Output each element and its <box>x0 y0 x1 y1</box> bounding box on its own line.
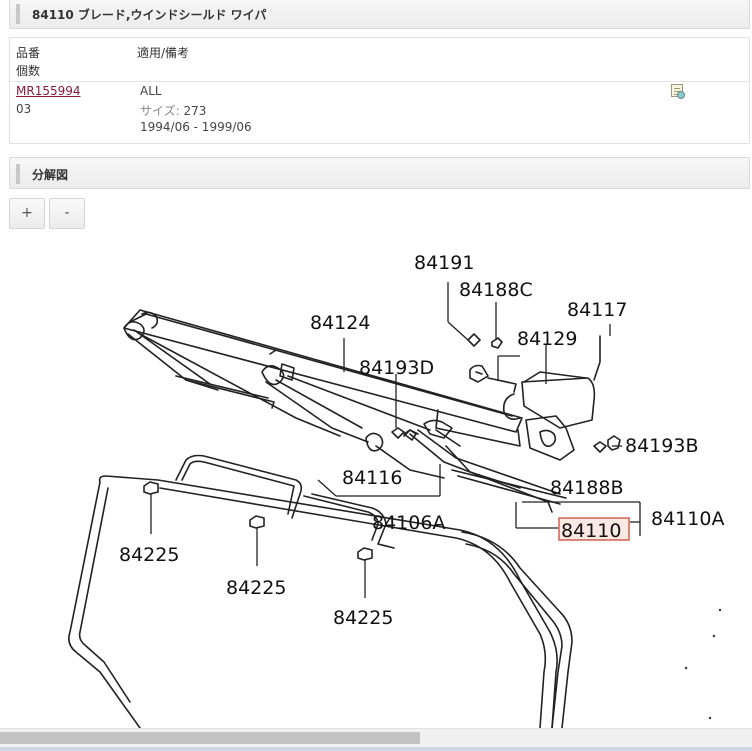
document-note-icon[interactable] <box>671 84 685 99</box>
column-header-part-no: 品番 <box>16 46 41 60</box>
callout-84117[interactable]: 84117 <box>567 299 627 321</box>
period-value: 1994/06 - 1999/06 <box>140 120 252 134</box>
size-row: サイズ: 273 <box>140 102 206 119</box>
zoom-out-button[interactable]: - <box>49 198 85 229</box>
table-row: MR155994 <box>16 84 81 98</box>
section-title: 分解図 <box>32 168 69 182</box>
washer-hose <box>175 454 303 519</box>
header-accent-bar <box>16 4 20 24</box>
callout-84188b[interactable]: 84188B <box>550 477 623 499</box>
callout-84188c[interactable]: 84188C <box>459 279 533 301</box>
windshield-frame <box>68 481 141 728</box>
callout-84225[interactable]: 84225 <box>226 577 286 599</box>
diagram-header: 分解図 <box>9 157 750 189</box>
callout-84225[interactable]: 84225 <box>333 607 393 629</box>
windshield-frame <box>98 475 558 728</box>
horizontal-scrollbar[interactable] <box>0 728 752 751</box>
callout-84191[interactable]: 84191 <box>414 252 474 274</box>
callout-84193b[interactable]: 84193B <box>625 435 698 457</box>
wiper-motor <box>521 377 596 429</box>
table-divider <box>10 81 749 82</box>
scrollbar-thumb[interactable] <box>0 732 420 744</box>
highlighted-part-box <box>558 517 630 541</box>
parts-table: 品番 個数 適用/備考 MR155994 03 ALL サイズ: 273 199… <box>9 37 750 144</box>
part-number-link[interactable]: MR155994 <box>16 84 81 98</box>
callout-84193d[interactable]: 84193D <box>359 357 434 379</box>
column-header-notes: 適用/備考 <box>137 46 190 60</box>
scrollbar-track-strip <box>0 747 752 751</box>
callout-84124[interactable]: 84124 <box>310 312 370 334</box>
part-header: 84110 ブレード,ウインドシールド ワイパ <box>9 0 750 29</box>
callout-84129[interactable]: 84129 <box>517 328 577 350</box>
callout-84225[interactable]: 84225 <box>119 544 179 566</box>
applicability-value: ALL <box>140 84 162 98</box>
size-value: 273 <box>183 104 207 118</box>
callout-84106a[interactable]: 84106A <box>372 512 445 534</box>
callout-84116[interactable]: 84116 <box>342 467 402 489</box>
callout-84110a[interactable]: 84110A <box>651 508 724 530</box>
link-rod <box>123 309 523 433</box>
header-accent-bar <box>16 164 20 184</box>
size-label: サイズ: <box>140 104 180 118</box>
page-title: 84110 ブレード,ウインドシールド ワイパ <box>32 8 267 22</box>
column-header-qty: 個数 <box>16 64 41 78</box>
exploded-diagram: 84191 84188C 84117 84124 84129 84193D 84… <box>68 252 724 728</box>
callout-84110[interactable]: 84110 <box>561 520 621 542</box>
qty-value: 03 <box>16 102 32 116</box>
zoom-in-button[interactable]: + <box>9 198 45 229</box>
